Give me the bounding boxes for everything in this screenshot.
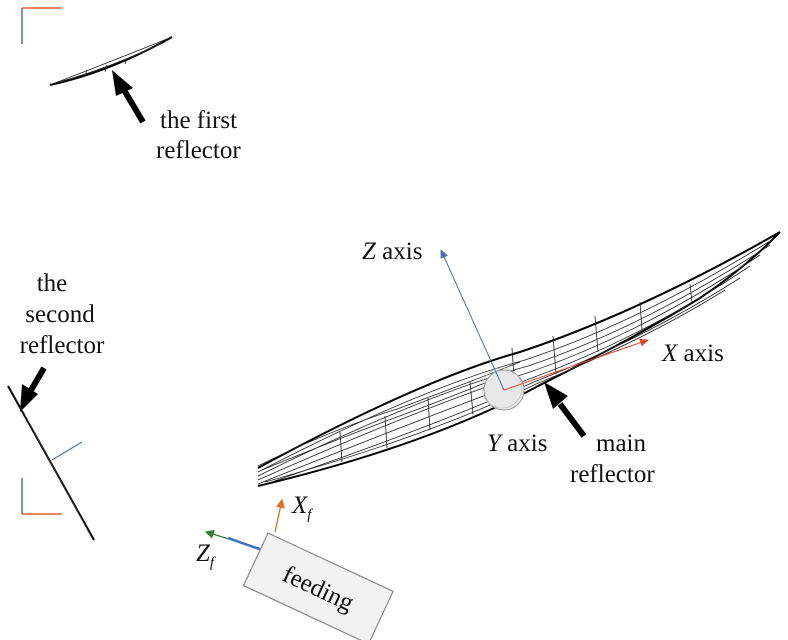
- first-reflector-label-line1: the first: [160, 107, 237, 134]
- second-reflector-arrow: [20, 366, 47, 412]
- z-axis-label: Z axis: [362, 238, 422, 265]
- bottom-left-axis-triad: [21, 478, 62, 515]
- x-axis-arrow: [503, 338, 649, 391]
- z-axis-arrow: [440, 249, 505, 391]
- second-reflector-label-line3: reflector: [20, 332, 105, 359]
- top-left-axis-triad: [21, 7, 62, 44]
- x-axis-label: X axis: [661, 340, 724, 367]
- second-reflector: [7, 385, 95, 541]
- main-reflector: [257, 231, 781, 487]
- y-axis-label: Y axis: [487, 430, 547, 457]
- main-reflector-label-line1: main: [596, 430, 646, 457]
- main-reflector-label-line2: reflector: [570, 461, 655, 488]
- second-reflector-label-line1: the: [37, 270, 68, 297]
- first-reflector-arrow: [112, 70, 146, 124]
- feed-axes: [204, 498, 285, 552]
- main-reflector-arrow: [544, 382, 587, 438]
- feeding-box: feeding: [242, 532, 394, 640]
- xf-label: Xf: [291, 492, 313, 523]
- first-reflector: [49, 36, 173, 86]
- zf-label: Zf: [196, 540, 216, 571]
- second-reflector-label-line2: second: [25, 301, 95, 328]
- first-reflector-label-line2: reflector: [156, 137, 241, 164]
